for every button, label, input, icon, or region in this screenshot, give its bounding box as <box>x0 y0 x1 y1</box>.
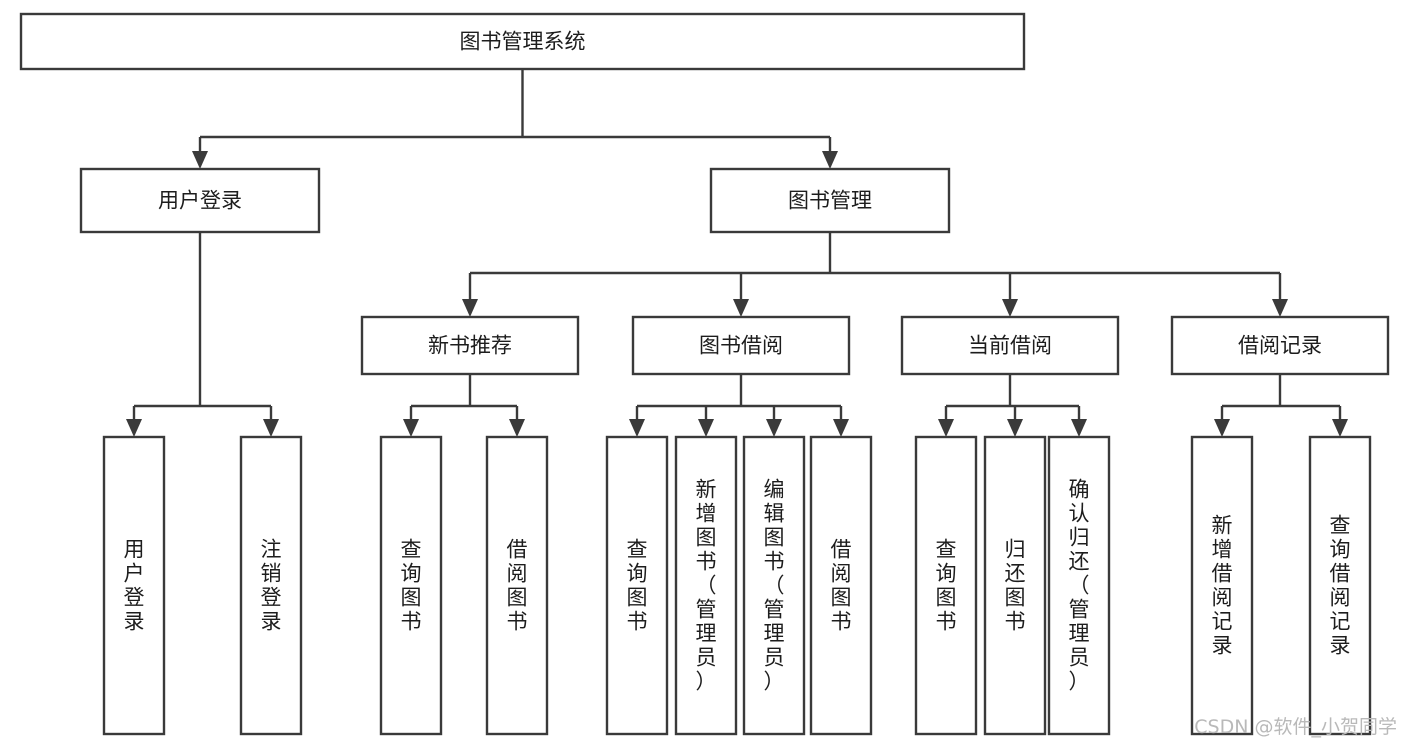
node-box <box>709 167 951 234</box>
node-label: 注销登录 <box>261 538 282 634</box>
node-leaf-查询图书[interactable]: 查询图书 <box>379 435 443 736</box>
node-box <box>79 167 321 234</box>
node-label: 用户登录 <box>158 189 242 213</box>
arrow-head-icon <box>1071 419 1087 437</box>
node-leaf-借阅图书[interactable]: 借阅图书 <box>809 435 873 736</box>
arrow-head-icon <box>938 419 954 437</box>
arrow-head-icon <box>822 151 838 169</box>
node-label: 确认归还（管理员） <box>1069 478 1090 694</box>
node-level3-图书借阅[interactable]: 图书借阅 <box>631 315 851 376</box>
arrow-head-icon <box>833 419 849 437</box>
node-level3-当前借阅[interactable]: 当前借阅 <box>900 315 1120 376</box>
node-level2-用户登录[interactable]: 用户登录 <box>79 167 321 234</box>
node-label: 编辑图书（管理员） <box>764 478 785 694</box>
node-box <box>900 315 1120 376</box>
node-leaf-注销登录[interactable]: 注销登录 <box>239 435 303 736</box>
node-label: 图书借阅 <box>699 334 783 358</box>
node-box <box>485 435 549 736</box>
arrow-head-icon <box>629 419 645 437</box>
node-leaf-查询图书[interactable]: 查询图书 <box>914 435 978 736</box>
arrow-head-icon <box>462 299 478 317</box>
arrow-head-icon <box>1007 419 1023 437</box>
node-box <box>809 435 873 736</box>
node-box <box>1170 315 1390 376</box>
arrow-head-icon <box>1002 299 1018 317</box>
node-box <box>605 435 669 736</box>
node-box <box>674 435 738 736</box>
node-label: 查询图书 <box>936 538 957 634</box>
node-box <box>631 315 851 376</box>
arrow-head-icon <box>1214 419 1230 437</box>
node-label: 归还图书 <box>1005 538 1026 634</box>
node-leaf-编辑图书管理员[interactable]: 编辑图书（管理员） <box>742 435 806 736</box>
node-label: 借阅图书 <box>507 538 528 634</box>
node-box <box>914 435 978 736</box>
node-box <box>983 435 1047 736</box>
node-label: 借阅记录 <box>1238 334 1322 358</box>
arrow-head-icon <box>192 151 208 169</box>
node-label: 图书管理 <box>788 189 872 213</box>
node-label: 查询借阅记录 <box>1330 514 1351 658</box>
node-label: 图书管理系统 <box>460 30 586 54</box>
node-label: 新增图书（管理员） <box>696 478 717 694</box>
arrow-head-icon <box>1332 419 1348 437</box>
node-label: 当前借阅 <box>968 334 1052 358</box>
node-box <box>1308 435 1372 736</box>
node-boxes-layer: 图书管理系统用户登录图书管理新书推荐图书借阅当前借阅借阅记录用户登录注销登录查询… <box>19 12 1390 736</box>
node-label: 新书推荐 <box>428 334 512 358</box>
arrow-head-icon <box>263 419 279 437</box>
node-label: 查询图书 <box>401 538 422 634</box>
connector-edges-layer <box>126 69 1348 437</box>
node-box <box>379 435 443 736</box>
arrow-head-icon <box>509 419 525 437</box>
node-label: 借阅图书 <box>831 538 852 634</box>
node-leaf-查询借阅记录[interactable]: 查询借阅记录 <box>1308 435 1372 736</box>
node-level3-借阅记录[interactable]: 借阅记录 <box>1170 315 1390 376</box>
arrow-head-icon <box>766 419 782 437</box>
node-label: 用户登录 <box>124 538 145 634</box>
node-leaf-新增借阅记录[interactable]: 新增借阅记录 <box>1190 435 1254 736</box>
node-box <box>1190 435 1254 736</box>
node-label: 查询图书 <box>627 538 648 634</box>
csdn-watermark: CSDN @软件_小贺同学 <box>1194 716 1397 738</box>
node-box <box>1047 435 1111 736</box>
node-leaf-新增图书管理员[interactable]: 新增图书（管理员） <box>674 435 738 736</box>
node-box <box>102 435 166 736</box>
node-level3-新书推荐[interactable]: 新书推荐 <box>360 315 580 376</box>
node-root-图书管理系统[interactable]: 图书管理系统 <box>19 12 1026 71</box>
arrow-head-icon <box>733 299 749 317</box>
node-leaf-查询图书[interactable]: 查询图书 <box>605 435 669 736</box>
arrow-head-icon <box>403 419 419 437</box>
node-leaf-借阅图书[interactable]: 借阅图书 <box>485 435 549 736</box>
node-label: 新增借阅记录 <box>1212 514 1233 658</box>
node-box <box>239 435 303 736</box>
node-leaf-归还图书[interactable]: 归还图书 <box>983 435 1047 736</box>
arrow-head-icon <box>698 419 714 437</box>
arrow-head-icon <box>1272 299 1288 317</box>
node-box <box>742 435 806 736</box>
node-level2-图书管理[interactable]: 图书管理 <box>709 167 951 234</box>
node-box <box>360 315 580 376</box>
node-leaf-用户登录[interactable]: 用户登录 <box>102 435 166 736</box>
node-leaf-确认归还管理员[interactable]: 确认归还（管理员） <box>1047 435 1111 736</box>
arrow-head-icon <box>126 419 142 437</box>
node-box <box>19 12 1026 71</box>
